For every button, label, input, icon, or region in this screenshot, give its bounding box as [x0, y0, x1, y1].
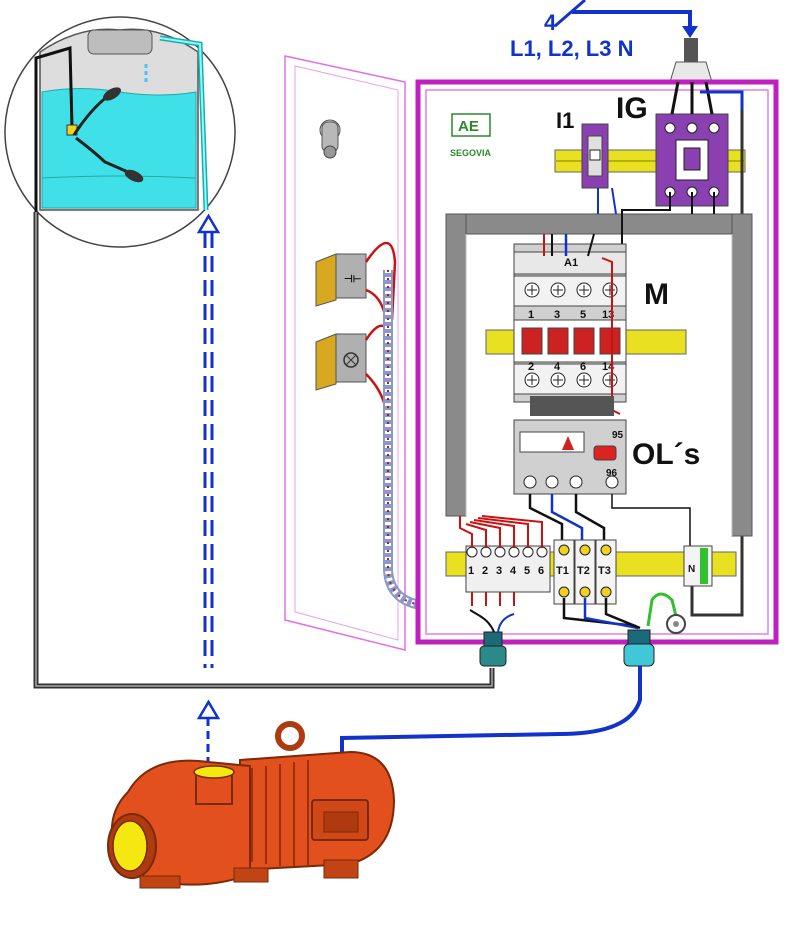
supply-phases-label: L1, L2, L3 N	[510, 36, 633, 61]
contactor-bottom-terminal-6: 6	[580, 361, 586, 373]
breaker-toggle	[683, 147, 701, 171]
pump-inlet	[112, 820, 148, 872]
supply-cable-sheath	[684, 38, 698, 64]
logo-subtext: SEGOVIA	[450, 148, 492, 158]
mounting-frame	[445, 213, 753, 537]
overload-terminal-95: 95	[612, 430, 624, 441]
float-high	[102, 87, 122, 101]
contactor-m: 1 3 5 13 2 4 6 14 A1 M	[513, 243, 669, 403]
start-button-symbol: ⊣⊢	[344, 274, 362, 285]
control-terminal-3: 3	[496, 565, 502, 577]
overload-label: OL´s	[632, 438, 700, 471]
float-cable-gland	[479, 631, 507, 667]
contactor-top-terminal-3: 3	[554, 309, 560, 321]
control-terminal-1: 1	[468, 565, 474, 577]
float-low	[124, 169, 144, 183]
panel-door: ⊣⊢	[284, 55, 470, 651]
supply-arrow-icon	[682, 26, 698, 38]
motor-terminal-t3: T3	[598, 565, 611, 577]
control-terminal-5: 5	[524, 565, 530, 577]
motor-terminal-t2: T2	[577, 565, 590, 577]
supply-cable	[572, 10, 692, 30]
overload-relay: 95 96 OL´s	[513, 419, 700, 495]
water-flow-arrowhead-pump	[196, 699, 221, 720]
tank-low-level-line	[41, 175, 197, 179]
supply-cable-gland	[669, 61, 713, 83]
contactor-bottom-terminal-14: 14	[602, 361, 615, 373]
motor-cable-gland	[623, 629, 655, 667]
supply-input: 4 L1, L2, L3 N	[510, 0, 713, 83]
motor-terminal-block: T1 T2 T3	[553, 539, 617, 605]
overload-reset-button	[593, 445, 617, 461]
contactor-label: M	[644, 278, 669, 311]
overload-terminal-96: 96	[606, 468, 618, 479]
tank-water	[41, 88, 197, 209]
earth-wire	[646, 592, 678, 627]
float-arm-low	[75, 136, 129, 174]
motor-terminal-t1: T1	[556, 565, 569, 577]
float-switch-cable	[34, 46, 74, 215]
main-breaker-label: IG	[616, 92, 648, 125]
pilot-lamp	[315, 333, 367, 391]
water-pump	[107, 721, 396, 889]
switch-label: I1	[556, 108, 574, 133]
contactor-bottom-terminal-4: 4	[554, 361, 561, 373]
contactor-top-terminal-5: 5	[580, 309, 586, 321]
control-terminal-block: 1 2 3 4 5 6	[465, 545, 551, 593]
water-tank-inset	[4, 16, 236, 248]
pump-lifting-eye	[275, 721, 305, 751]
neutral-terminal-label: N	[688, 564, 695, 575]
start-button: ⊣⊢	[315, 253, 367, 307]
control-terminal-2: 2	[482, 565, 488, 577]
brand-logo: AE SEGOVIA	[450, 113, 492, 158]
overload-dial-icon	[562, 436, 574, 450]
supply-wire-count: 4	[544, 10, 557, 35]
control-terminal-6: 6	[538, 565, 544, 577]
lamp-icon	[343, 352, 359, 368]
pump-outlet	[193, 765, 235, 779]
control-terminal-4: 4	[510, 565, 517, 577]
contactor-bottom-terminal-2: 2	[528, 361, 534, 373]
motor-power-cable	[340, 666, 642, 810]
contactor-top-terminal-1: 1	[528, 309, 534, 321]
tank-lid	[87, 29, 153, 55]
door-lock-icon	[319, 119, 341, 159]
water-flow-arrowhead-top	[196, 213, 221, 234]
selector-switch-i1: I1	[556, 108, 609, 189]
logo-text: AE	[458, 118, 479, 135]
contactor-aux-label: A1	[564, 257, 578, 269]
neutral-terminal: N	[683, 545, 713, 587]
